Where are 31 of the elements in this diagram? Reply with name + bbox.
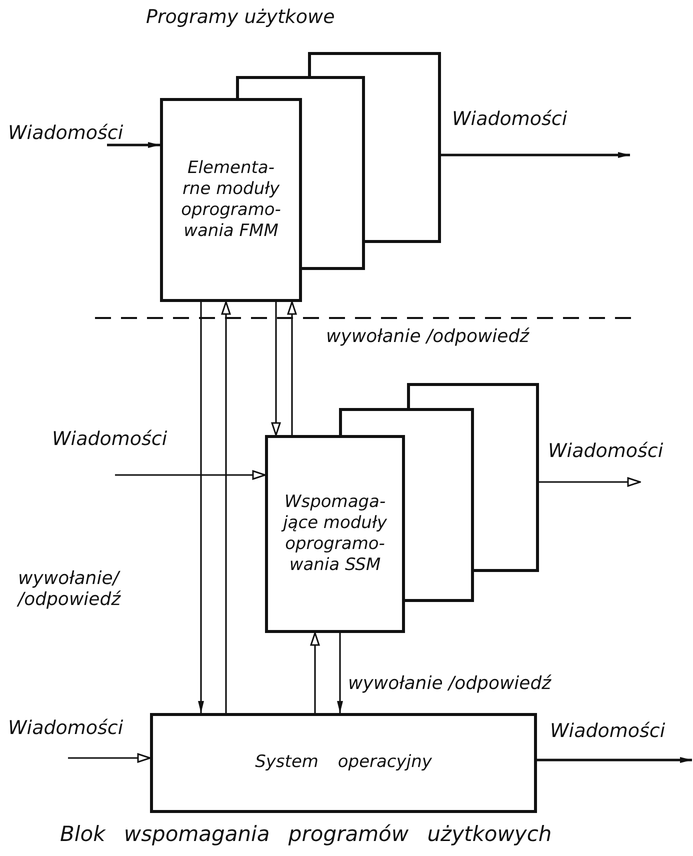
edge-label: Wiadomości — [550, 720, 666, 742]
arrow — [221, 301, 231, 713]
annotation: wywołanie /odpowiedź — [348, 673, 552, 694]
arrow — [539, 477, 641, 487]
arrow — [68, 753, 151, 763]
annotation: wywołanie/ /odpowiedź — [18, 568, 122, 610]
arrow — [310, 632, 320, 713]
arrow — [107, 142, 160, 148]
arrow — [537, 757, 692, 763]
edge-label: Wiadomości — [452, 108, 568, 130]
stacked-box — [407, 383, 539, 572]
process-box — [265, 435, 405, 633]
box-label: System operacyjny — [255, 752, 432, 774]
box-label: Elementa- rne moduły oprogramo- wania FMM — [180, 158, 282, 242]
edge-label: Wiadomości — [548, 440, 664, 462]
arrow — [271, 302, 281, 436]
edge-label: Wiadomości — [52, 428, 168, 450]
box-label: Wspomaga- jące moduły oprogramo- wania SSM — [280, 492, 388, 576]
process-box — [160, 98, 302, 302]
process-box — [150, 713, 537, 813]
section-title: Blok wspomagania programów użytkowych — [60, 822, 552, 846]
edge-label: Wiadomości — [8, 717, 124, 739]
edge-label: Wiadomości — [8, 122, 124, 144]
arrow — [337, 633, 343, 713]
arrow — [287, 301, 297, 435]
arrow — [441, 152, 630, 158]
arrow — [198, 302, 204, 713]
stacked-box — [308, 52, 441, 243]
annotation: wywołanie /odpowiedź — [326, 326, 530, 347]
section-title: Programy użytkowe — [146, 6, 335, 28]
arrow — [115, 470, 266, 480]
